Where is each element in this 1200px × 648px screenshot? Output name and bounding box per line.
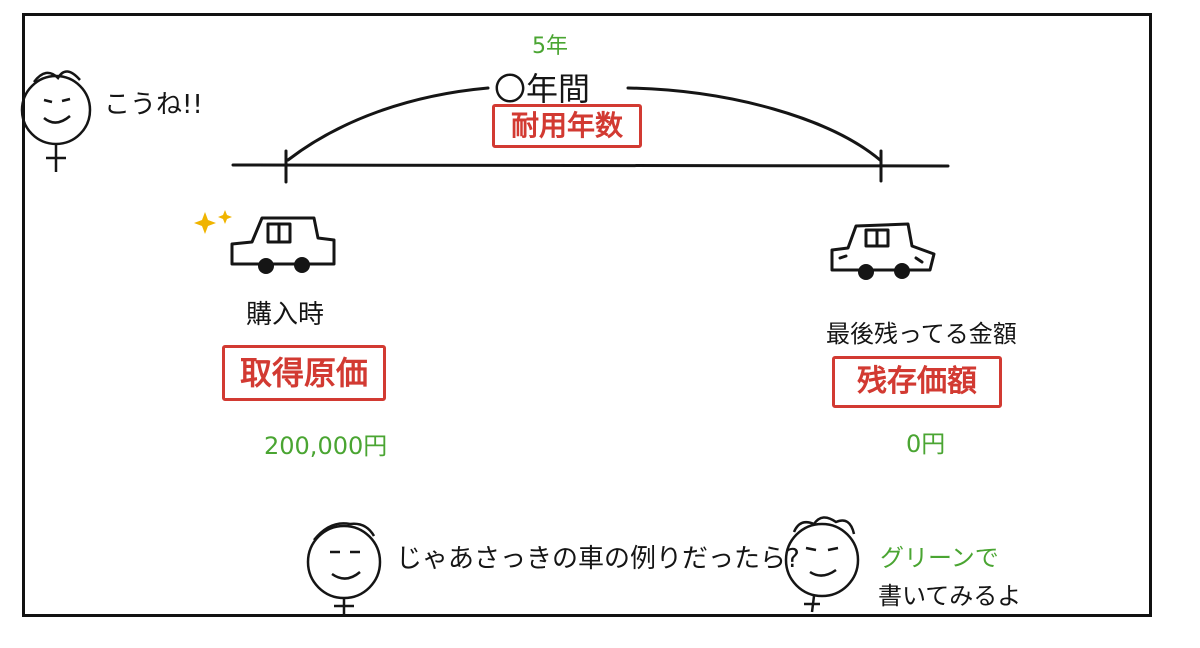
period-arc-left	[286, 86, 490, 162]
useful-life-box: 耐用年数	[492, 104, 642, 148]
bottom-right-speech-line2: 書いてみるよ	[878, 582, 1022, 610]
residual-value-value: 0円	[906, 430, 946, 458]
timeline-line	[231, 163, 950, 168]
old-car-icon	[830, 222, 936, 272]
new-car-icon	[230, 216, 336, 266]
new-car-wheel-front	[258, 258, 274, 274]
purchase-time-caption: 購入時	[246, 300, 325, 330]
sparkle-icon	[194, 210, 232, 234]
acquisition-cost-value: 200,000円	[264, 432, 388, 460]
bottom-center-character-icon	[306, 522, 382, 616]
remaining-amount-caption: 最後残ってる金額	[826, 320, 1017, 348]
new-car-wheel-back	[294, 257, 310, 273]
period-years-value: 5年	[532, 34, 568, 59]
top-left-character-icon	[20, 70, 92, 172]
bottom-right-speech-line1: グリーンで	[880, 544, 999, 572]
period-arc-right	[626, 86, 882, 162]
residual-value-box: 残存価額	[832, 356, 1002, 408]
bottom-right-character-icon	[784, 516, 860, 613]
old-car-wheel-front	[858, 264, 874, 280]
period-label: 〇年間	[494, 70, 591, 108]
bottom-center-speech: じゃあさっきの車の例りだったら?	[396, 544, 800, 574]
acquisition-cost-box: 取得原価	[222, 345, 386, 401]
old-car-wheel-back	[894, 263, 910, 279]
top-left-speech: こうね!!	[104, 90, 203, 120]
panel-frame	[22, 13, 1152, 617]
